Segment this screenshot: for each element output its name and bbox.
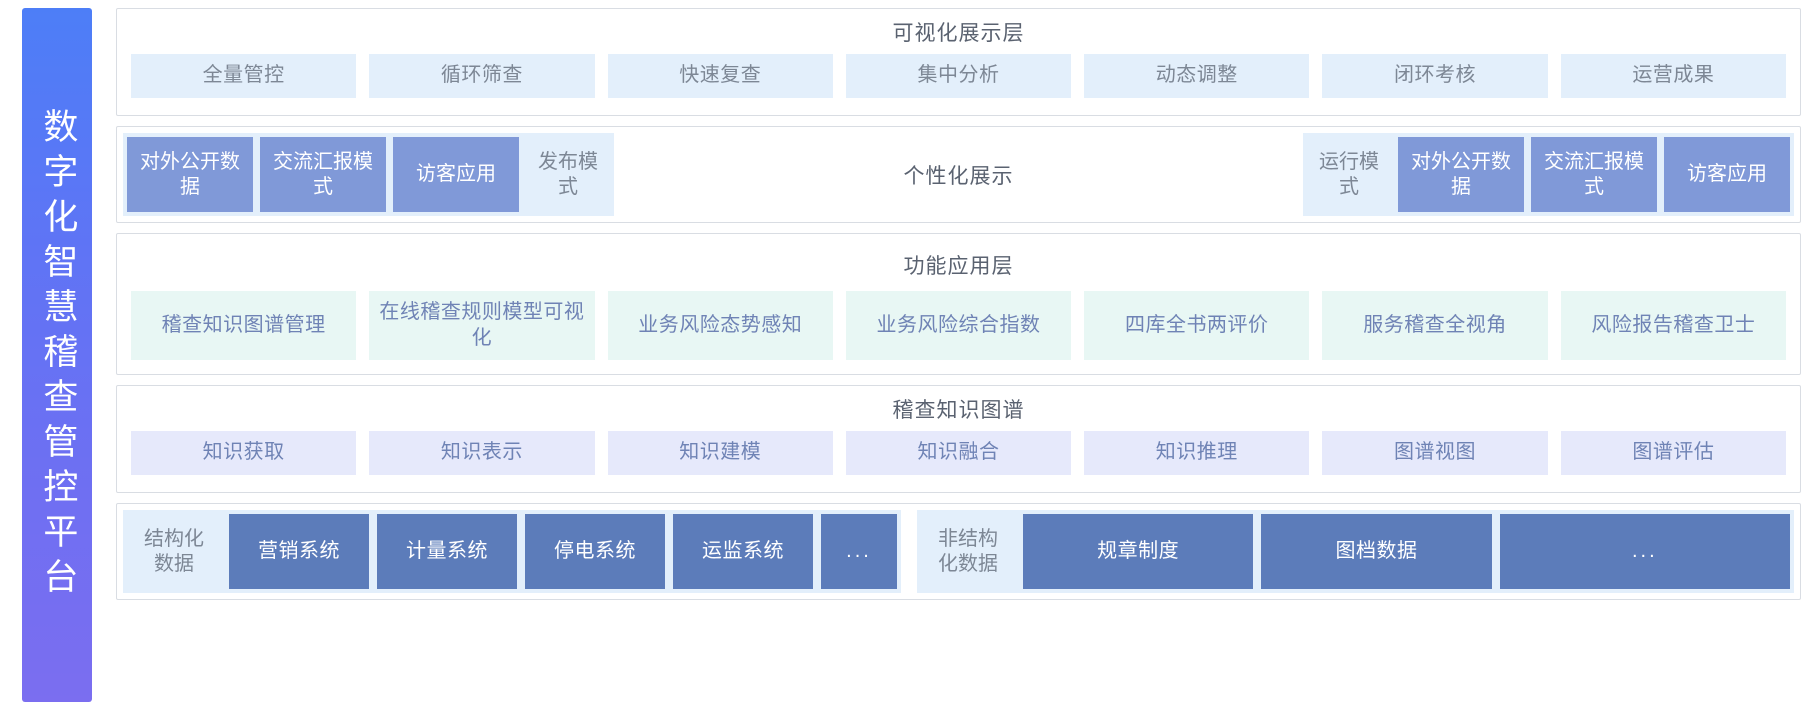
layer-knowledge-graph: 稽查知识图谱 知识获取 知识表示 知识建模 知识融合 知识推理 图谱视图 图谱评… (116, 385, 1801, 493)
chip-function-5[interactable]: 服务稽查全视角 (1322, 291, 1548, 361)
layer-visualization: 可视化展示层 全量管控 循环筛查 快速复查 集中分析 动态调整 闭环考核 运营成… (116, 8, 1801, 116)
layer-knowledge-graph-chip-row: 知识获取 知识表示 知识建模 知识融合 知识推理 图谱视图 图谱评估 (117, 431, 1800, 488)
layer-stack: 可视化展示层 全量管控 循环筛查 快速复查 集中分析 动态调整 闭环考核 运营成… (116, 0, 1815, 710)
chip-unstructured-more[interactable]: ... (1499, 514, 1790, 589)
layer-function-application: 功能应用层 稽查知识图谱管理 在线稽查规则模型可视化 业务风险态势感知 业务风险… (116, 233, 1801, 375)
chip-visualization-2[interactable]: 快速复查 (607, 54, 833, 98)
chip-personalized-right-1[interactable]: 对外公开数据 (1398, 137, 1524, 212)
chip-personalized-right-3[interactable]: 访客应用 (1664, 137, 1790, 212)
chip-structured-1[interactable]: 计量系统 (377, 514, 517, 589)
personalized-band: 对外公开数据 交流汇报模式 访客应用 发布模式 个性化展示 运行模式 对外公开数… (123, 133, 1794, 216)
chip-structured-2[interactable]: 停电系统 (525, 514, 665, 589)
chip-function-0[interactable]: 稽查知识图谱管理 (131, 291, 357, 361)
chip-knowledge-1[interactable]: 知识表示 (369, 431, 595, 475)
chip-personalized-right-2[interactable]: 交流汇报模式 (1531, 137, 1657, 212)
layer-visualization-title: 可视化展示层 (892, 22, 1025, 45)
chip-knowledge-5[interactable]: 图谱视图 (1322, 431, 1548, 475)
personalized-right-group: 运行模式 对外公开数据 交流汇报模式 访客应用 (1303, 133, 1794, 216)
chip-function-1[interactable]: 在线稽查规则模型可视化 (369, 291, 595, 361)
chip-knowledge-3[interactable]: 知识融合 (845, 431, 1072, 475)
unstructured-data-group: 非结构化数据 规章制度 图档数据 ... (917, 510, 1794, 593)
chip-visualization-5[interactable]: 闭环考核 (1322, 54, 1548, 98)
layer-personalized-display: 对外公开数据 交流汇报模式 访客应用 发布模式 个性化展示 运行模式 对外公开数… (116, 126, 1801, 223)
chip-knowledge-0[interactable]: 知识获取 (131, 431, 357, 475)
chip-structured-0[interactable]: 营销系统 (229, 514, 369, 589)
chip-function-2[interactable]: 业务风险态势感知 (607, 291, 833, 361)
platform-banner-wrapper: 数字化智慧稽查管控平台 (0, 0, 116, 710)
chip-function-6[interactable]: 风险报告稽查卫士 (1560, 291, 1786, 361)
layer-function-title: 功能应用层 (903, 255, 1014, 278)
chip-function-3[interactable]: 业务风险综合指数 (845, 291, 1072, 361)
chip-visualization-3[interactable]: 集中分析 (845, 54, 1072, 98)
platform-title: 数字化智慧稽查管控平台 (38, 107, 78, 603)
personalized-center-label: 个性化展示 (614, 133, 1303, 216)
structured-data-label: 结构化数据 (144, 527, 204, 575)
chip-function-4[interactable]: 四库全书两评价 (1084, 291, 1310, 361)
chip-visualization-0[interactable]: 全量管控 (131, 54, 357, 98)
chip-visualization-6[interactable]: 运营成果 (1560, 54, 1786, 98)
chip-personalized-left-1[interactable]: 交流汇报模式 (260, 137, 386, 212)
chip-knowledge-2[interactable]: 知识建模 (607, 431, 833, 475)
platform-banner: 数字化智慧稽查管控平台 (22, 8, 92, 702)
chip-knowledge-4[interactable]: 知识推理 (1084, 431, 1310, 475)
layer-knowledge-graph-title: 稽查知识图谱 (892, 399, 1025, 422)
chip-unstructured-1[interactable]: 图档数据 (1261, 514, 1492, 589)
layer-visualization-chip-row: 全量管控 循环筛查 快速复查 集中分析 动态调整 闭环考核 运营成果 (117, 54, 1800, 110)
chip-personalized-right-0[interactable]: 运行模式 (1319, 150, 1379, 198)
chip-visualization-1[interactable]: 循环筛查 (369, 54, 595, 98)
chip-unstructured-0[interactable]: 规章制度 (1023, 514, 1254, 589)
chip-personalized-left-3[interactable]: 发布模式 (538, 150, 598, 198)
unstructured-data-label: 非结构化数据 (938, 527, 998, 575)
layer-function-chip-row: 稽查知识图谱管理 在线稽查规则模型可视化 业务风险态势感知 业务风险综合指数 四… (117, 291, 1800, 373)
chip-personalized-left-2[interactable]: 访客应用 (393, 137, 519, 212)
personalized-left-group: 对外公开数据 交流汇报模式 访客应用 发布模式 (123, 133, 614, 216)
structured-data-group: 结构化数据 营销系统 计量系统 停电系统 运监系统 ... (123, 510, 901, 593)
chip-personalized-left-0[interactable]: 对外公开数据 (127, 137, 253, 212)
chip-structured-more[interactable]: ... (821, 514, 897, 589)
data-sources-band: 结构化数据 营销系统 计量系统 停电系统 运监系统 ... 非结构化数据 规章制… (123, 510, 1794, 593)
layer-data-sources: 结构化数据 营销系统 计量系统 停电系统 运监系统 ... 非结构化数据 规章制… (116, 503, 1801, 600)
chip-visualization-4[interactable]: 动态调整 (1084, 54, 1310, 98)
chip-structured-3[interactable]: 运监系统 (673, 514, 813, 589)
chip-knowledge-6[interactable]: 图谱评估 (1560, 431, 1786, 475)
